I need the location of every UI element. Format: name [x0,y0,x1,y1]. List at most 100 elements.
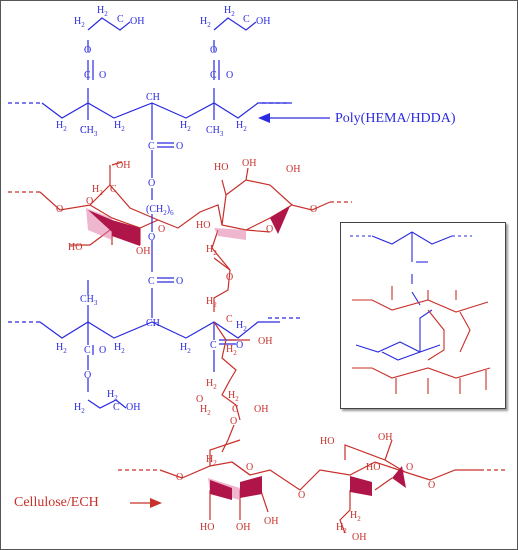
atom-ch3: CH3 [80,294,98,307]
wedge-bond [88,210,112,232]
atom-o: O [84,45,91,56]
atom-o: O [148,232,155,243]
atom-o: O [176,276,183,287]
atom-h2: H2 [56,120,67,133]
atom-ho: HO [68,242,82,253]
atom-h2: H2 [236,120,247,133]
atom-oh: OH [236,522,250,533]
atom-h2: H2 [236,320,247,333]
atom-h2c: H2 [206,454,217,467]
atom-c: C [226,314,233,325]
atom-ch: CH [146,92,160,103]
cellulose-label: Cellulose/ECH [14,495,99,510]
atom-oh: OH [264,516,278,527]
atom-ch: CH [146,318,160,329]
atom-oh: OH [254,404,268,415]
atom-h2: H2 [107,389,118,402]
atom-h2c: H2 [206,296,217,309]
wedge-glow [214,228,246,240]
atom-ho: HO [200,522,214,533]
cellulose-top-chain [8,161,352,271]
atom-o: O [196,394,203,405]
atom-c: C [80,125,87,136]
atom-o: O [230,416,237,427]
atom-oh: OH [130,16,144,27]
atom-oh: OH [242,158,256,169]
inset-box [340,222,506,409]
atom-c: C [243,14,250,25]
atom-oh: OH [378,432,392,443]
atom-h2c: H2 [200,16,211,29]
atom-o: O [84,370,91,381]
atom-oh: OH [286,164,300,175]
atom-oh: OH [136,246,150,257]
atom-c: C [84,70,91,81]
atom-c: C [210,340,217,351]
atom-o: O [99,345,106,356]
atom-ch2-6: (CH2)6 [146,204,174,217]
atom-h2c: H2 [74,16,85,29]
atom-h2: H2 [350,510,361,523]
atom-o: O [86,196,93,207]
atom-o: O [99,70,106,81]
atom-ho: HO [320,436,334,447]
atom-h2: H2 [180,342,191,355]
polymer-bottom-chain [8,280,300,409]
atom-c: C [84,345,91,356]
atom-oh: OH [258,336,272,347]
wedge-bond [350,476,372,496]
atom-c: C [113,402,120,413]
atom-c: C [148,141,155,152]
atom-h2c: H2 [336,522,347,535]
atom-o: O [226,272,233,283]
atom-c: C [110,184,117,195]
atom-ho: HO [214,162,228,173]
atom-h: H2 [228,390,239,403]
atom-o: O [236,340,243,351]
atom-o: O [176,141,183,152]
atom-o: O [158,224,165,235]
cellulose-arrowhead [150,498,162,508]
wedge-bond [210,480,232,500]
ech-linker-chain [213,257,250,453]
atom-h2c: H2 [226,344,237,357]
atom-ch3: CH3 [80,125,98,138]
wedge-bond [240,476,262,498]
atom-h2: H2 [114,120,125,133]
atom-o: O [176,472,183,483]
atom-oh: OH [126,402,140,413]
polymer-arrowhead [258,113,270,123]
atom-o: O [406,462,413,473]
atom-o: O [310,204,317,215]
atom-h2c: H2 [200,404,211,417]
atom-h2c: H2 [206,244,217,257]
atom-o: O [210,45,217,56]
atom-h2c: H2 [92,184,103,197]
atom-o: O [298,490,305,501]
atom-ho: HO [196,220,210,231]
wedge-bond [392,466,406,488]
atom-o: O [246,462,253,473]
polymer-top-chain [8,17,292,178]
atom-h2: H2 [114,342,125,355]
atom-c: C [148,276,155,287]
crosslinker-chain [151,188,174,318]
atom-h2c: H2 [206,378,217,391]
atom-o: O [148,178,155,189]
atom-h2: H2 [56,342,67,355]
polymer-label: Poly(HEMA/HDDA) [335,111,456,126]
atom-h2: H2 [180,120,191,133]
atom-c: C [117,14,124,25]
atom-h2: H2 [97,5,108,18]
atom-o: O [266,224,273,235]
atom-h2c: H2 [74,402,85,415]
atom-c: C [232,404,239,415]
wedge-bond [270,206,290,234]
atom-o: O [428,480,435,491]
atom-c: C [210,70,217,81]
atom-oh: OH [352,532,366,543]
atom-ho: HO [366,462,380,473]
wedge-bond [112,220,140,246]
atom-h2: H2 [224,5,235,18]
